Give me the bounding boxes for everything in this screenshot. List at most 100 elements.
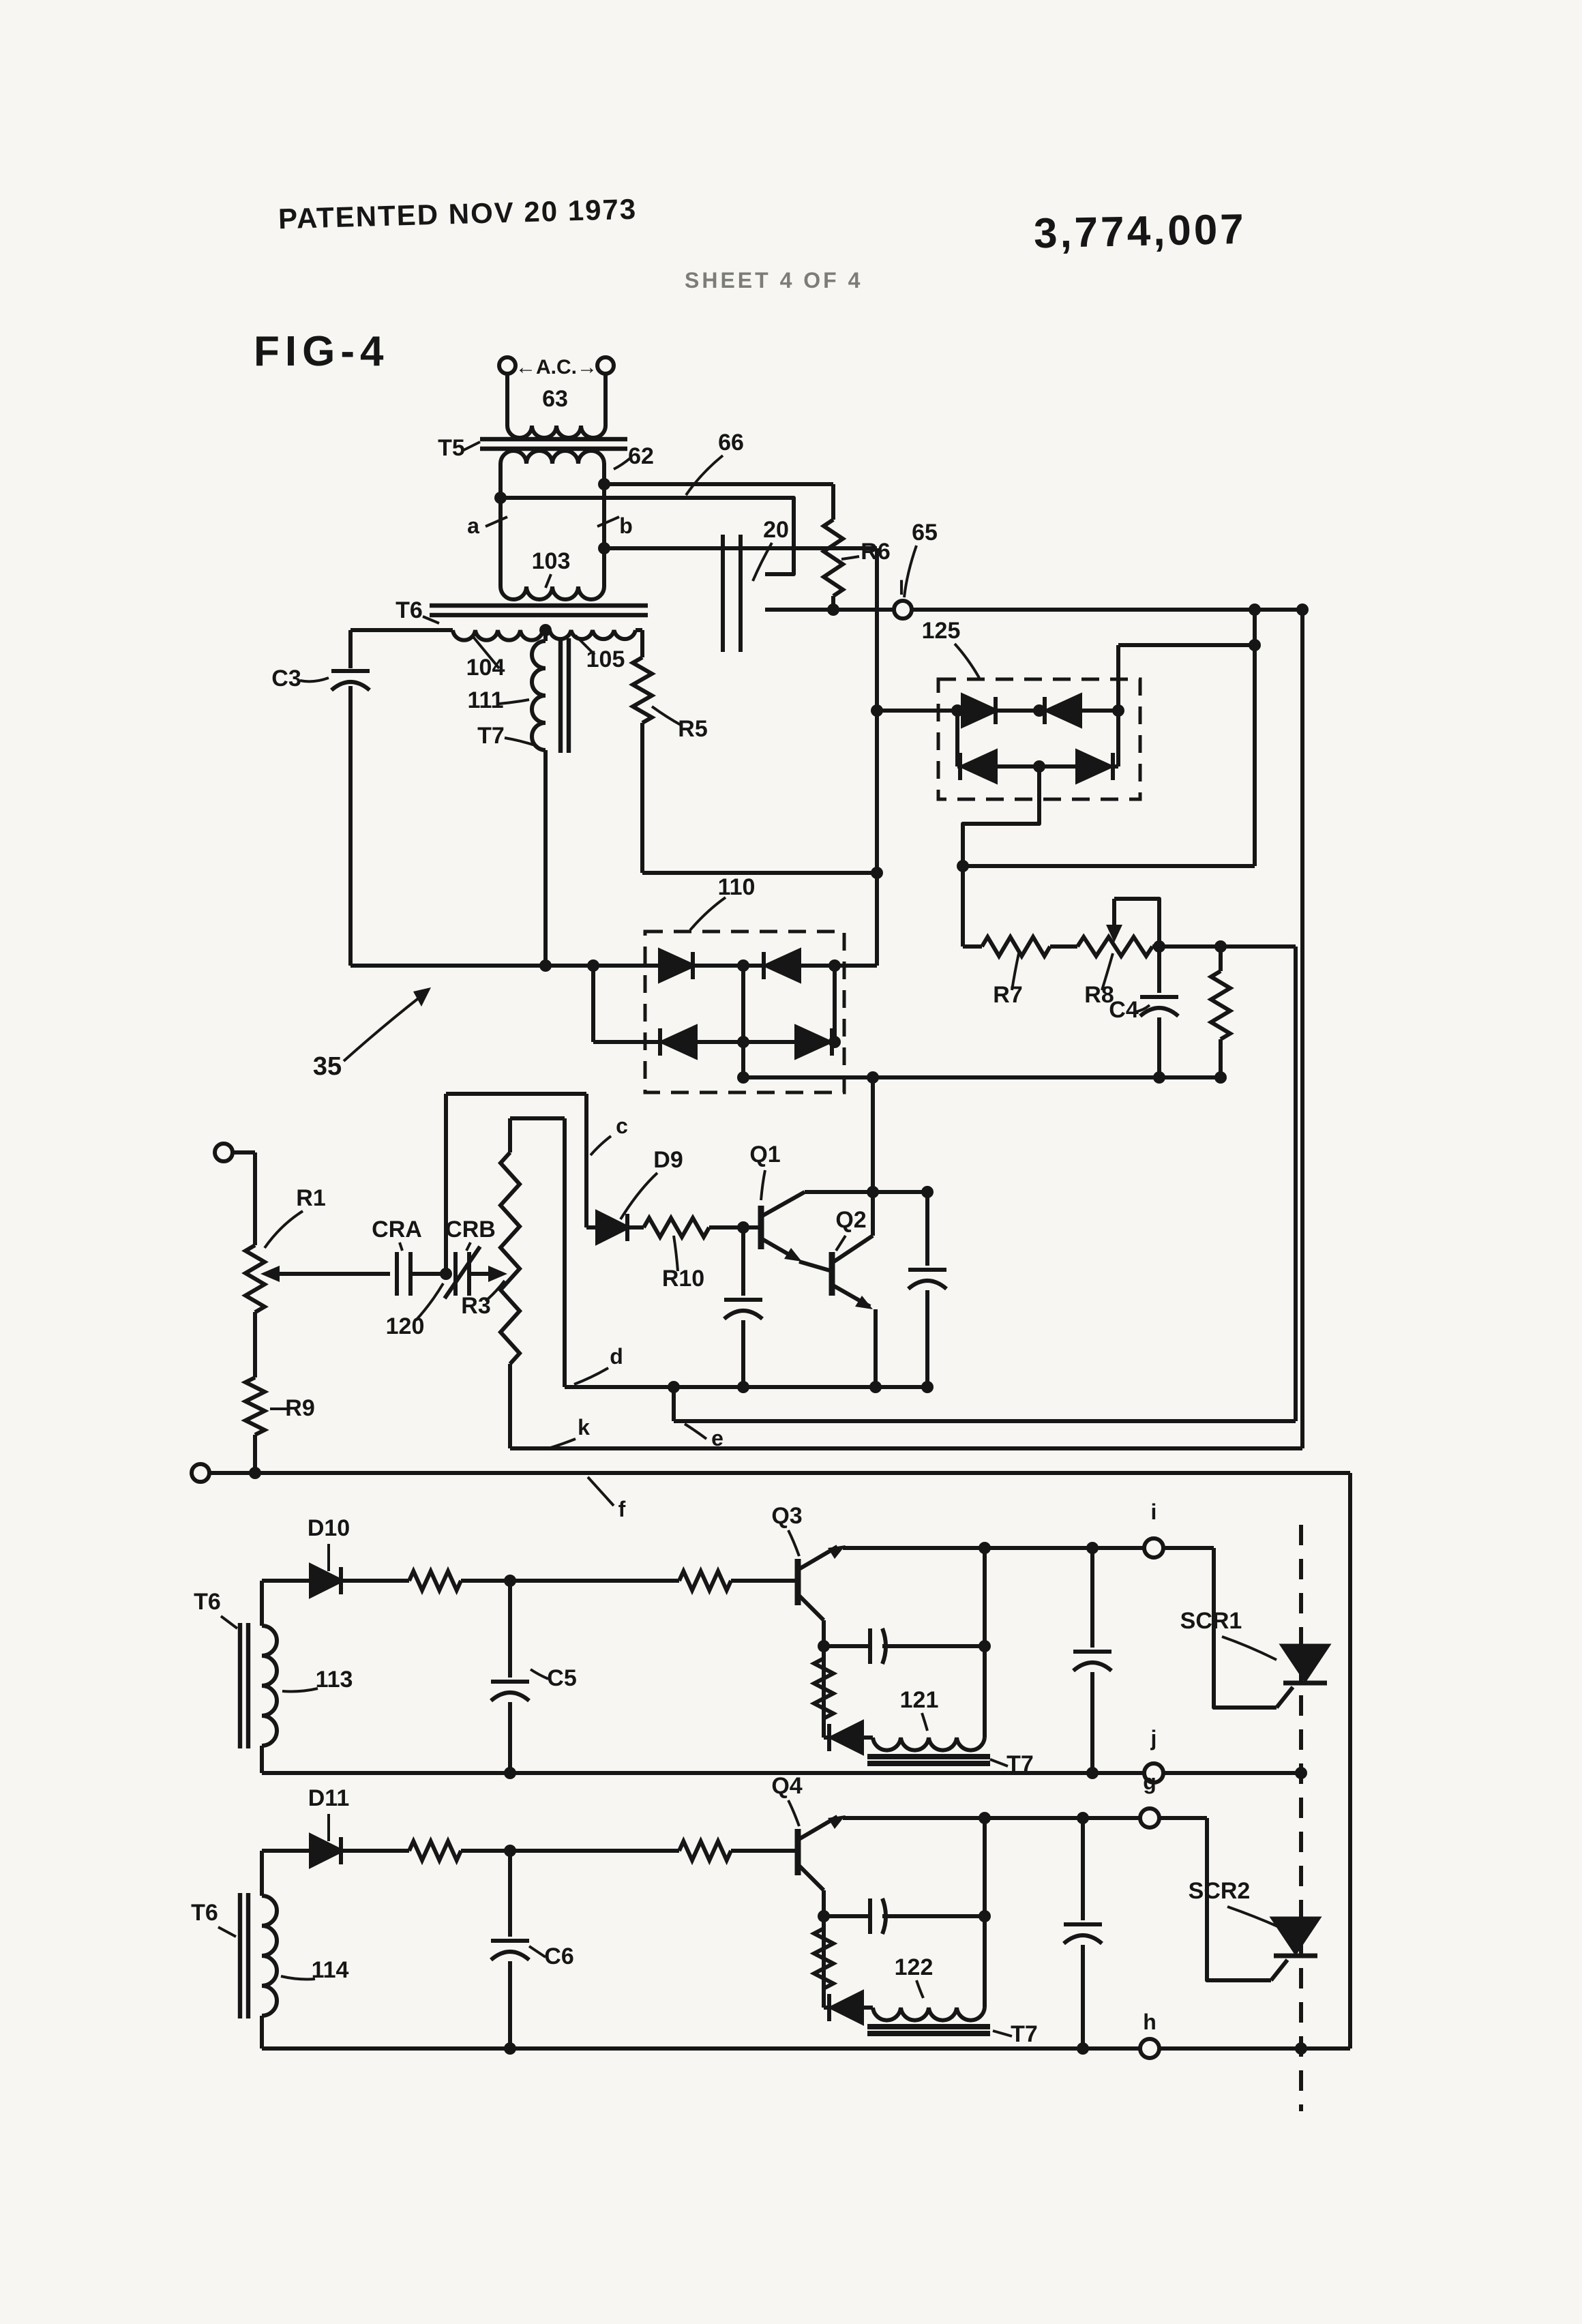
label-R10: R10 — [662, 1266, 704, 1292]
resistor-R7 — [980, 933, 1052, 960]
label-110: 110 — [718, 874, 756, 900]
core-T7-block1 — [867, 1754, 990, 1766]
diodes — [309, 692, 1116, 2026]
label-e: e — [711, 1426, 723, 1450]
resistor-R3 — [497, 1150, 523, 1366]
label-Q3: Q3 — [771, 1503, 802, 1529]
label-f: f — [618, 1497, 626, 1521]
label-114: 114 — [312, 1957, 349, 1983]
terminal-r1-input — [213, 1142, 235, 1163]
junction-dots — [249, 478, 1309, 2055]
label-T7: T7 — [477, 723, 505, 749]
transformer-coils — [261, 425, 987, 2023]
bridge-110-diodes — [657, 947, 835, 1060]
q4-emitter-arrow — [828, 1815, 846, 1829]
label-120: 120 — [386, 1313, 425, 1339]
core-T6-block2 — [237, 1893, 251, 2018]
label-T7: T7 — [1011, 2021, 1038, 2047]
terminal-i — [1142, 1536, 1165, 1560]
label-T7: T7 — [1006, 1751, 1034, 1777]
resistor-R9 — [241, 1375, 269, 1437]
capacitor-CRA — [395, 1252, 413, 1296]
r8-wiper-arrow — [1106, 925, 1122, 942]
label-C6: C6 — [544, 1943, 573, 1969]
label-a: a — [467, 513, 479, 538]
winding-105 — [548, 629, 638, 642]
winding-113 — [261, 1624, 279, 1748]
dashed-boxes — [643, 677, 1303, 2111]
label-63: 63 — [542, 386, 568, 412]
resistor-block2-b — [677, 1836, 733, 1866]
leader-lines — [218, 441, 1280, 2038]
core-T6 — [430, 603, 648, 618]
figure-label: FIG-4 — [254, 327, 389, 375]
label-111: 111 — [468, 687, 504, 713]
diode-D10 — [309, 1562, 346, 1599]
terminal-ac-left — [497, 355, 518, 376]
terminal-ac-right — [595, 355, 616, 376]
label-Q4: Q4 — [771, 1773, 802, 1799]
terminal-circles — [190, 355, 1165, 2060]
bridge-110-box — [643, 929, 846, 1094]
scrs — [1269, 1643, 1332, 1958]
capacitor-block2-fb — [868, 1897, 888, 1935]
capacitor-C5 — [490, 1680, 531, 1703]
label-j: j — [1150, 1726, 1157, 1751]
label-h: h — [1143, 2010, 1156, 2034]
scr1-symbol — [1279, 1643, 1332, 1686]
label-R5: R5 — [678, 716, 707, 742]
capacitor-block1-res — [1072, 1650, 1113, 1673]
winding-114 — [261, 1894, 279, 2018]
resistor-R6 — [820, 518, 847, 598]
resistors — [241, 518, 1234, 1991]
winding-111 — [530, 639, 546, 752]
terminal-l-65 — [892, 599, 914, 621]
diode-block2 — [827, 1989, 864, 2026]
label-C4: C4 — [1109, 997, 1139, 1023]
diode-D11 — [309, 1832, 346, 1869]
label-CRB: CRB — [445, 1217, 496, 1242]
winding-122 — [871, 2007, 987, 2023]
q1-emitter-arrow — [784, 1248, 802, 1262]
resistor-block1-c — [809, 1656, 838, 1720]
label-←A.C.→: ←A.C.→ — [516, 356, 597, 378]
label-SCR1: SCR1 — [1180, 1608, 1242, 1634]
label-T6: T6 — [191, 1900, 218, 1926]
transistor-bars — [758, 1206, 835, 1875]
winding-104 — [451, 629, 545, 642]
label-l: l — [899, 577, 904, 599]
resistor-block1-b — [677, 1566, 733, 1596]
capacitor-CRB — [443, 1245, 482, 1300]
label-103: 103 — [532, 548, 571, 574]
label-T5: T5 — [438, 435, 465, 461]
label-104: 104 — [466, 655, 505, 681]
winding-62 — [498, 449, 606, 464]
diode-D9 — [595, 1209, 632, 1246]
core-T5 — [480, 436, 627, 451]
label-R9: R9 — [285, 1395, 314, 1421]
sheet-label: SHEET 4 OF 4 — [685, 270, 863, 293]
label-R3: R3 — [461, 1293, 490, 1319]
terminal-g — [1138, 1806, 1161, 1830]
label-SCR2: SCR2 — [1189, 1878, 1251, 1904]
resistor-block1-a — [407, 1566, 463, 1596]
capacitor-q2 — [907, 1268, 948, 1291]
label-C5: C5 — [547, 1665, 576, 1691]
label-113: 113 — [316, 1667, 353, 1693]
label-c: c — [616, 1114, 628, 1138]
scr2-symbol — [1269, 1916, 1322, 1958]
ref-35-arrowhead — [413, 987, 431, 1007]
terminal-j — [1142, 1761, 1165, 1785]
label-R1: R1 — [296, 1185, 325, 1211]
capacitor-block1-fb — [868, 1627, 888, 1665]
label-T6: T6 — [194, 1589, 221, 1615]
label-105: 105 — [586, 646, 625, 672]
winding-121 — [871, 1737, 987, 1753]
r1-wiper-arrow — [260, 1266, 280, 1282]
core-T7-block2 — [867, 2024, 990, 2036]
label-D10: D10 — [308, 1515, 350, 1541]
transistor-leads — [760, 1190, 874, 1892]
label-R6: R6 — [861, 539, 890, 565]
label-C3: C3 — [271, 666, 301, 691]
